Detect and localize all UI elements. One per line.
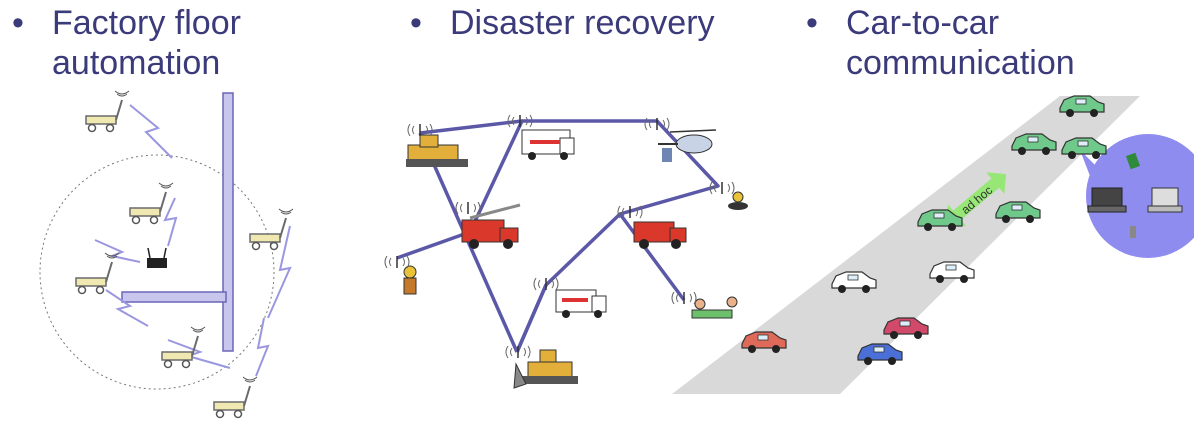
worker-icon bbox=[728, 191, 748, 210]
road bbox=[672, 96, 1140, 394]
access-point-icon bbox=[147, 247, 167, 268]
pda-icon bbox=[1125, 152, 1141, 170]
wall-horizontal bbox=[121, 291, 227, 303]
heading-line: Car-to-car bbox=[846, 4, 1000, 42]
coverage-circle bbox=[39, 154, 275, 390]
car-to-car-diagram: ad hoc bbox=[672, 95, 1194, 394]
robot-cart-icon bbox=[161, 326, 206, 369]
heading-line: automation bbox=[52, 44, 221, 82]
robot-cart-icon bbox=[213, 376, 258, 419]
heading-factory-floor: • Factory floor automation bbox=[12, 3, 241, 83]
bullet: • bbox=[410, 4, 422, 42]
car-icon bbox=[857, 343, 903, 366]
bullet: • bbox=[12, 4, 24, 42]
mesh-links bbox=[396, 119, 720, 353]
fire-truck-icon bbox=[461, 203, 521, 249]
car-icon bbox=[995, 201, 1041, 224]
heading-line: Factory floor bbox=[52, 4, 241, 42]
fire-truck-icon bbox=[633, 221, 687, 249]
wireless-links bbox=[94, 104, 292, 377]
heading-line: communication bbox=[846, 44, 1075, 82]
heading-line: Disaster recovery bbox=[450, 4, 715, 42]
car-icon bbox=[883, 317, 929, 340]
bulldozer-icon bbox=[513, 349, 578, 389]
laptop-icon bbox=[1147, 187, 1183, 213]
bullet: • bbox=[806, 4, 818, 42]
ambulance-icon bbox=[555, 289, 607, 318]
heading-car-to-car: • Car-to-car communication bbox=[806, 3, 1075, 83]
factory-floor-diagram bbox=[39, 90, 294, 419]
helicopter-icon bbox=[658, 129, 717, 162]
phone-icon bbox=[1130, 226, 1136, 238]
disaster-recovery-diagram bbox=[384, 114, 748, 389]
robot-cart-icon bbox=[85, 90, 130, 133]
heading-disaster-recovery: • Disaster recovery bbox=[410, 3, 715, 43]
rescuers-icon bbox=[691, 296, 738, 319]
laptop-icon bbox=[1087, 187, 1127, 213]
robot-cart-icon bbox=[75, 252, 120, 295]
firefighter-icon bbox=[403, 265, 417, 295]
wall-vertical bbox=[222, 92, 234, 352]
ambulance-icon bbox=[521, 129, 575, 160]
infrastructure-cloud bbox=[1086, 134, 1194, 258]
bulldozer-icon bbox=[406, 134, 468, 167]
